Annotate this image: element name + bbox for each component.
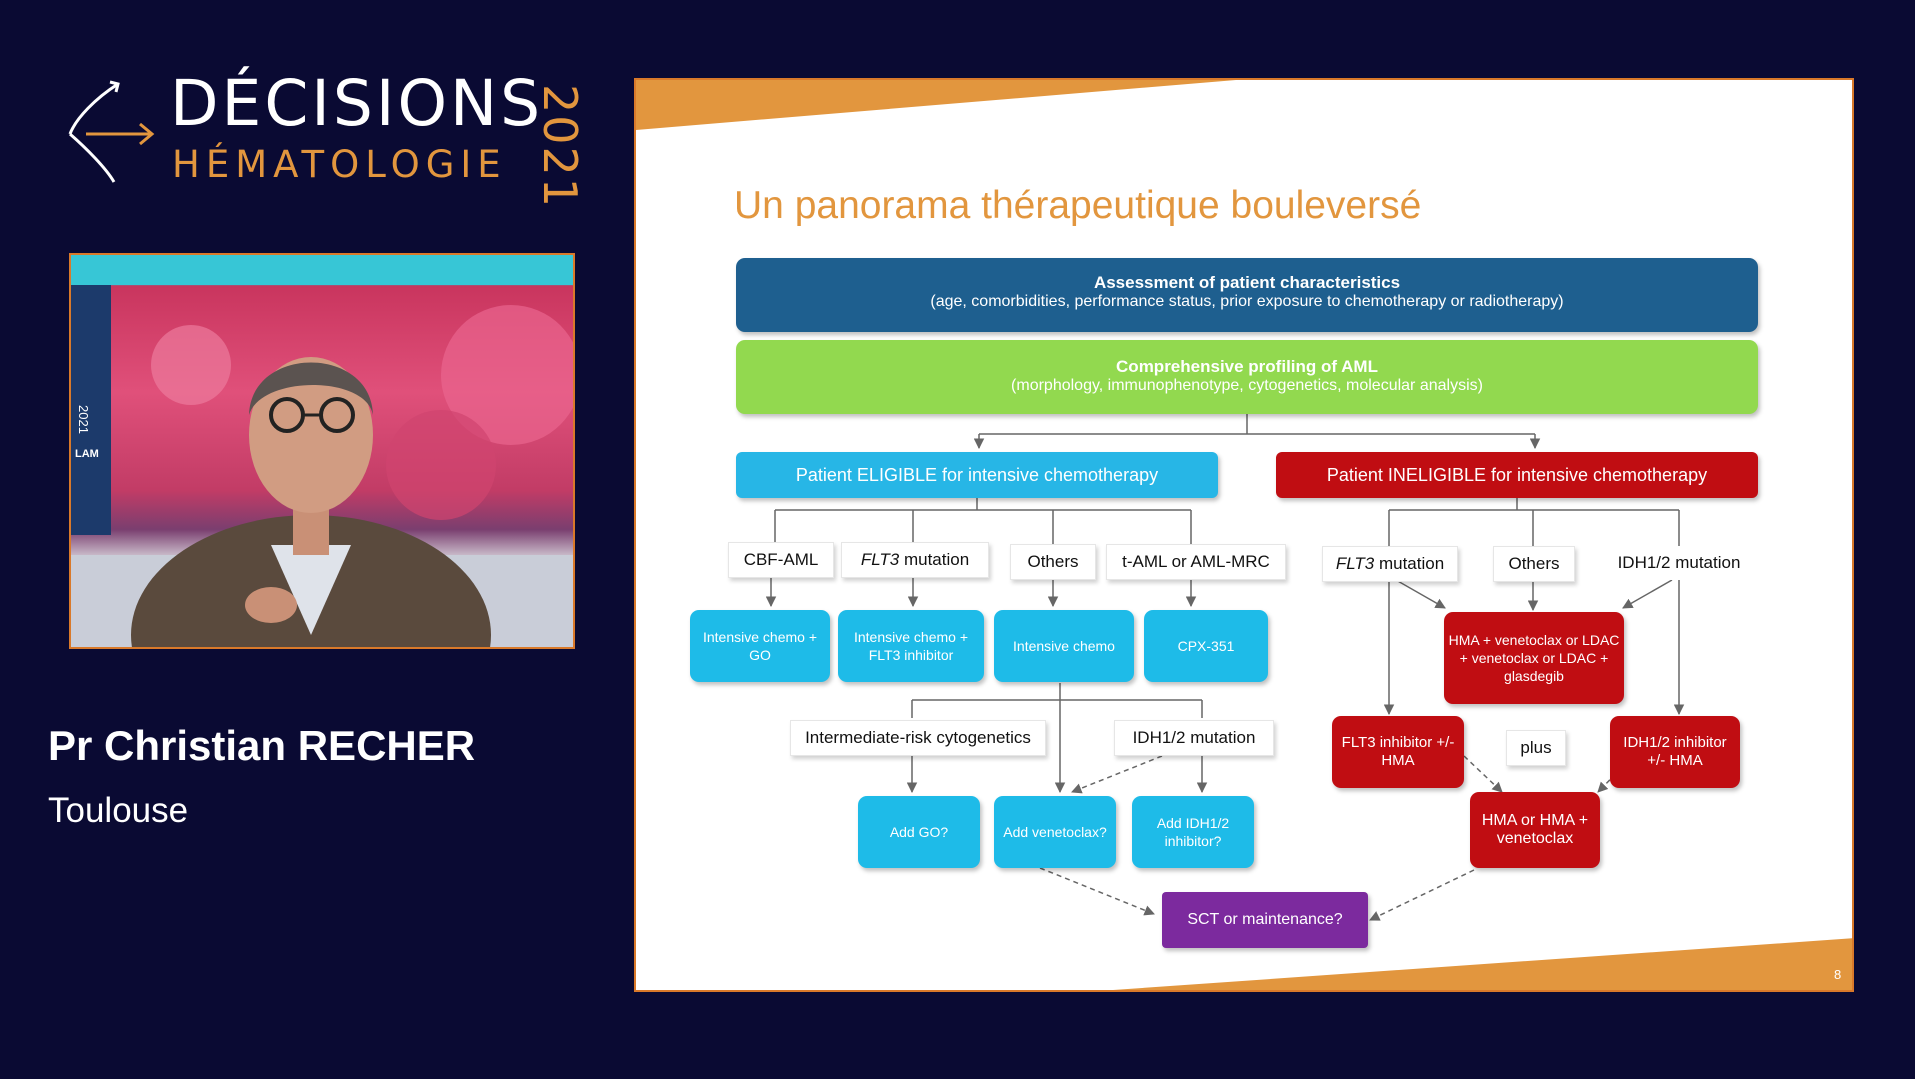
eligible-header: Patient ELIGIBLE for intensive chemother… bbox=[736, 452, 1218, 498]
presentation-slide: Un panorama thérapeutique bouleversé Ass… bbox=[634, 78, 1854, 992]
brand-year: 2021 bbox=[533, 84, 587, 209]
flt3-gene-text: FLT3 bbox=[860, 550, 900, 569]
node-idh-inhibitor: IDH1/2 inhibitor +/- HMA bbox=[1610, 716, 1740, 788]
ineligible-header: Patient INELIGIBLE for intensive chemoth… bbox=[1276, 452, 1758, 498]
profiling-title: Comprehensive profiling of AML bbox=[1116, 357, 1378, 376]
flt3-mutation-text: mutation bbox=[899, 550, 970, 569]
node-intensive-chemo-flt3: Intensive chemo + FLT3 inhibitor bbox=[838, 610, 984, 682]
node-hma-or: HMA or HMA + venetoclax bbox=[1470, 792, 1600, 868]
assessment-box: Assessment of patient characteristics (a… bbox=[736, 258, 1758, 332]
assessment-title: Assessment of patient characteristics bbox=[1093, 273, 1401, 292]
node-add-venetoclax: Add venetoclax? bbox=[994, 796, 1116, 868]
assessment-subtitle: (age, comorbidities, performance status,… bbox=[930, 293, 1564, 310]
bottom-orange-band bbox=[1113, 938, 1852, 990]
label-cbf-aml: CBF-AML bbox=[728, 542, 834, 578]
brand-title: DÉCISIONS bbox=[170, 67, 544, 140]
label-taml-mrc: t-AML or AML-MRC bbox=[1106, 544, 1286, 580]
speaker-video-frame: 2021 LAM bbox=[71, 255, 573, 647]
slide-page-number: 8 bbox=[1834, 967, 1842, 982]
node-intensive-chemo: Intensive chemo bbox=[994, 610, 1134, 682]
brand-subtitle: HÉMATOLOGIE bbox=[172, 143, 507, 186]
node-cpx-351: CPX-351 bbox=[1144, 610, 1268, 682]
label-others-ineligible: Others bbox=[1493, 546, 1575, 582]
node-flt3-inhibitor: FLT3 inhibitor +/- HMA bbox=[1332, 716, 1464, 788]
speaker-name: Pr Christian RECHER bbox=[48, 722, 476, 769]
node-add-idh-inhibitor: Add IDH1/2 inhibitor? bbox=[1132, 796, 1254, 868]
label-flt3-mutation-ineligible: FLT3 mutation bbox=[1322, 546, 1458, 582]
profiling-box: Comprehensive profiling of AML (morpholo… bbox=[736, 340, 1758, 414]
slide-connectors bbox=[636, 80, 1852, 990]
flt3-mutation-text-ineligible: mutation bbox=[1374, 554, 1445, 573]
label-flt3-mutation: FLT3 mutation bbox=[841, 542, 989, 578]
node-sct-maintenance: SCT or maintenance? bbox=[1162, 892, 1368, 948]
node-intensive-chemo-go: Intensive chemo + GO bbox=[690, 610, 830, 682]
label-idh-mutation-eligible: IDH1/2 mutation bbox=[1114, 720, 1274, 756]
label-plus: plus bbox=[1506, 730, 1566, 766]
top-orange-band bbox=[636, 80, 1236, 130]
video-overlay-label: LAM bbox=[75, 448, 99, 460]
label-idh-mutation-ineligible: IDH1/2 mutation bbox=[1602, 546, 1756, 580]
flt3-gene-text-ineligible: FLT3 bbox=[1335, 554, 1375, 573]
speaker-video: 2021 LAM bbox=[69, 253, 575, 649]
node-hma-venetoclax: HMA + venetoclax or LDAC + venetoclax or… bbox=[1444, 612, 1624, 704]
video-overlay-year: 2021 bbox=[76, 405, 91, 434]
node-add-go: Add GO? bbox=[858, 796, 980, 868]
label-intermediate-risk: Intermediate-risk cytogenetics bbox=[790, 720, 1046, 756]
decisions-logo-icon bbox=[68, 80, 155, 183]
brand-year-text: 2021 bbox=[533, 84, 587, 210]
label-others-eligible: Others bbox=[1010, 544, 1096, 580]
slide-title: Un panorama thérapeutique bouleversé bbox=[734, 184, 1422, 227]
speaker-city: Toulouse bbox=[48, 791, 189, 830]
profiling-subtitle: (morphology, immunophenotype, cytogeneti… bbox=[1011, 377, 1483, 394]
